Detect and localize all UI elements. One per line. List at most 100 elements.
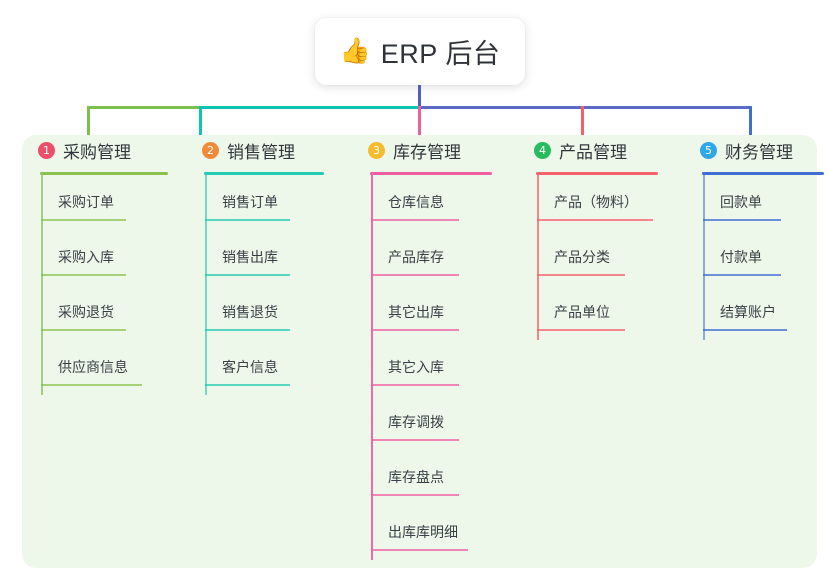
module-column-5: 5 财务管理回款单付款单结算账户	[684, 135, 824, 340]
module-item-label: 出库库明细	[388, 524, 458, 540]
module-number-badge: 1	[38, 141, 55, 159]
module-item-label: 产品库存	[388, 249, 444, 265]
connector-drop-2	[199, 106, 202, 146]
module-item[interactable]: 产品分类	[518, 230, 658, 285]
module-item[interactable]: 供应商信息	[22, 340, 168, 395]
module-spine	[205, 175, 207, 395]
connector-drop-4	[581, 106, 584, 146]
module-header-underline	[702, 172, 824, 175]
module-item-label: 库存调拨	[388, 414, 444, 430]
module-number-badge: 4	[534, 141, 551, 159]
module-item-list: 回款单付款单结算账户	[684, 175, 824, 340]
module-header-underline	[536, 172, 658, 175]
module-item-underline	[41, 329, 126, 331]
module-item[interactable]: 采购退货	[22, 285, 168, 340]
module-item-underline	[205, 274, 290, 276]
module-header-5[interactable]: 5 财务管理	[684, 135, 824, 165]
module-item-label: 销售退货	[222, 304, 278, 320]
root-node-card[interactable]: 👍 ERP 后台	[315, 18, 525, 85]
module-item-label: 其它入库	[388, 359, 444, 375]
module-spine	[41, 175, 43, 395]
connector-drop-1	[87, 106, 90, 146]
module-item-underline	[41, 274, 126, 276]
module-item-underline	[41, 384, 142, 386]
module-item-label: 供应商信息	[58, 359, 128, 375]
module-item-label: 付款单	[720, 249, 762, 265]
module-item-underline	[371, 439, 459, 441]
module-header-4[interactable]: 4 产品管理	[518, 135, 658, 165]
module-column-1: 1 采购管理采购订单采购入库采购退货供应商信息	[22, 135, 168, 395]
module-item-label: 采购订单	[58, 194, 114, 210]
module-item-underline	[703, 329, 787, 331]
module-column-4: 4 产品管理产品（物料） 产品分类产品单位	[518, 135, 658, 340]
module-item-underline	[205, 219, 290, 221]
module-title: 产品管理	[559, 142, 627, 162]
module-item[interactable]: 客户信息	[186, 340, 324, 395]
module-item[interactable]: 回款单	[684, 175, 824, 230]
module-item-underline	[537, 274, 625, 276]
module-column-3: 3 库存管理仓库信息产品库存其它出库其它入库库存调拨库存盘点出库库明细	[352, 135, 492, 560]
module-number-badge: 3	[368, 141, 385, 159]
module-item[interactable]: 产品（物料）	[518, 175, 658, 230]
module-item[interactable]: 仓库信息	[352, 175, 492, 230]
page-title: ERP 后台	[380, 39, 501, 69]
module-title: 销售管理	[227, 142, 295, 162]
module-spine	[537, 175, 539, 340]
module-header-3[interactable]: 3 库存管理	[352, 135, 492, 165]
module-item-label: 产品分类	[554, 249, 610, 265]
module-item-label: 库存盘点	[388, 469, 444, 485]
module-spine	[703, 175, 705, 340]
module-item-underline	[205, 329, 290, 331]
module-number-badge: 5	[700, 141, 717, 159]
module-item[interactable]: 库存盘点	[352, 450, 492, 505]
module-item-underline	[371, 549, 468, 551]
module-item-list: 产品（物料） 产品分类产品单位	[518, 175, 658, 340]
module-item[interactable]: 其它入库	[352, 340, 492, 395]
module-item-underline	[41, 219, 126, 221]
module-item[interactable]: 产品单位	[518, 285, 658, 340]
module-item-underline	[371, 329, 459, 331]
thumbs-up-icon: 👍	[339, 37, 371, 65]
module-item-label: 产品（物料）	[554, 194, 638, 210]
module-item-label: 客户信息	[222, 359, 278, 375]
modules-panel: 1 采购管理采购订单采购入库采购退货供应商信息 2 销售管理销售订单销售出库销售退货客…	[22, 135, 824, 568]
module-item-list: 采购订单采购入库采购退货供应商信息	[22, 175, 168, 395]
module-item[interactable]: 销售退货	[186, 285, 324, 340]
connector-stem	[418, 85, 421, 108]
module-item-underline	[703, 219, 781, 221]
module-spine	[371, 175, 373, 560]
connector-bar-right	[418, 106, 752, 109]
module-item[interactable]: 出库库明细	[352, 505, 492, 560]
module-item[interactable]: 销售出库	[186, 230, 324, 285]
module-header-underline	[370, 172, 492, 175]
module-item[interactable]: 库存调拨	[352, 395, 492, 450]
module-header-underline	[204, 172, 324, 175]
module-item[interactable]: 付款单	[684, 230, 824, 285]
module-item-underline	[371, 494, 459, 496]
module-title: 财务管理	[725, 142, 793, 162]
module-number-badge: 2	[202, 141, 219, 159]
module-item-label: 产品单位	[554, 304, 610, 320]
connector-drop-3	[418, 106, 421, 146]
module-item-underline	[703, 274, 781, 276]
module-item-label: 结算账户	[720, 304, 776, 320]
module-item-list: 销售订单销售出库销售退货客户信息	[186, 175, 324, 395]
module-item[interactable]: 销售订单	[186, 175, 324, 230]
module-item[interactable]: 采购入库	[22, 230, 168, 285]
module-item-label: 回款单	[720, 194, 762, 210]
module-title: 库存管理	[393, 142, 461, 162]
module-title: 采购管理	[63, 142, 131, 162]
connector-drop-5	[749, 106, 752, 146]
module-item-label: 采购退货	[58, 304, 114, 320]
module-item[interactable]: 结算账户	[684, 285, 824, 340]
module-header-1[interactable]: 1 采购管理	[22, 135, 168, 165]
connector-bar-left	[87, 106, 201, 109]
module-item[interactable]: 采购订单	[22, 175, 168, 230]
module-item-underline	[205, 384, 290, 386]
module-item[interactable]: 其它出库	[352, 285, 492, 340]
module-item-label: 销售出库	[222, 249, 278, 265]
module-item-label: 其它出库	[388, 304, 444, 320]
module-item[interactable]: 产品库存	[352, 230, 492, 285]
module-header-2[interactable]: 2 销售管理	[186, 135, 324, 165]
